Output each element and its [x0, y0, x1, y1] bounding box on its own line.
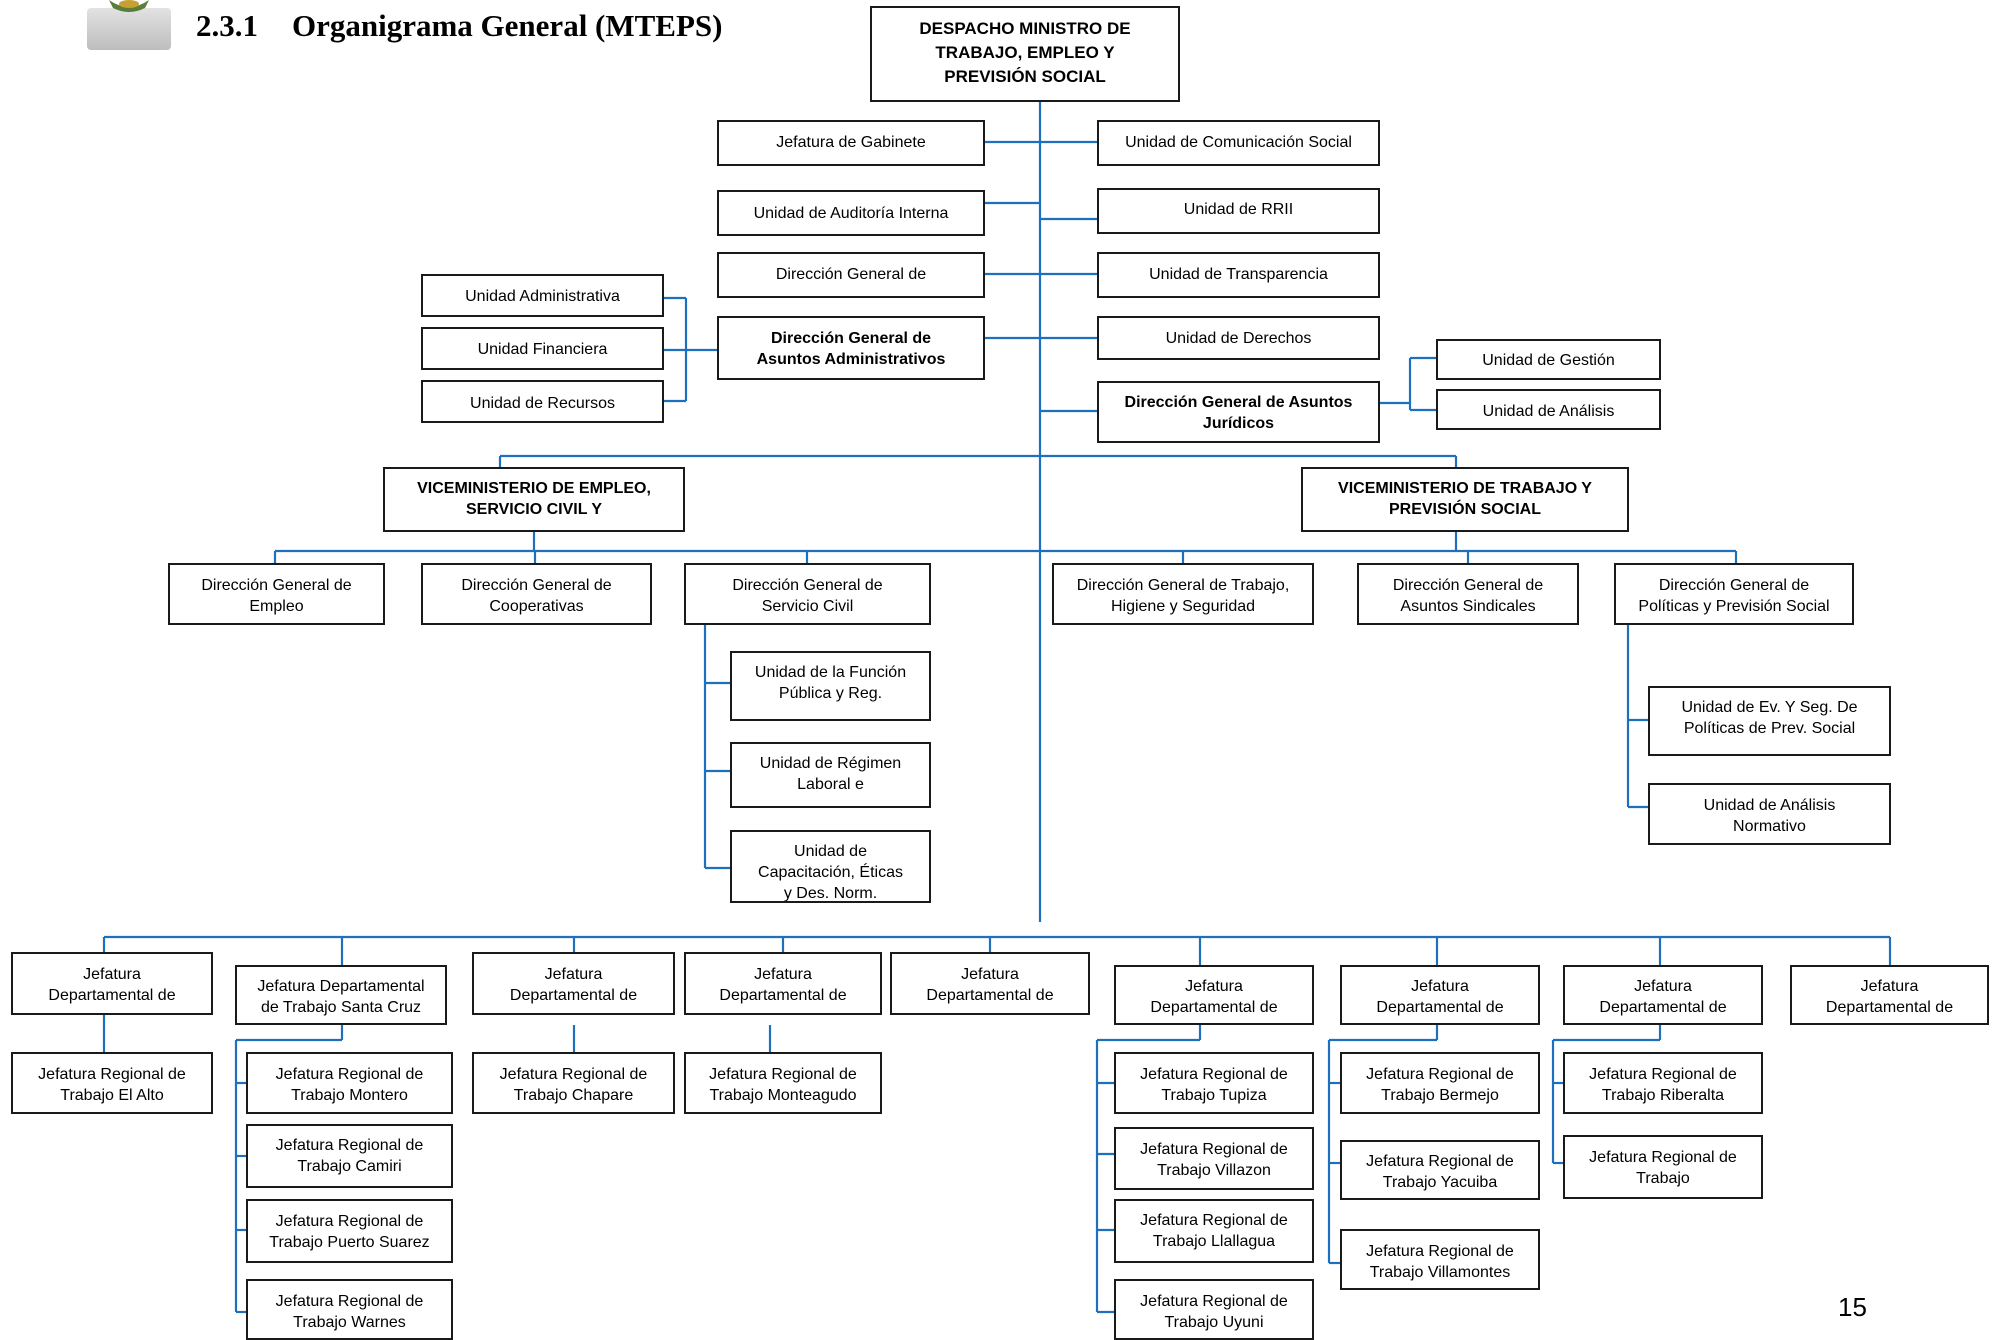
node-jefatura-departamental-santa-cruz: Jefatura Departamental de Trabajo Santa …: [235, 965, 447, 1025]
node-auditoria-interna: Unidad de Auditoría Interna: [717, 190, 985, 236]
section-heading: 2.3.1 Organigrama General (MTEPS): [196, 8, 723, 44]
node-jefatura-departamental-5: Jefatura Departamental de: [890, 952, 1090, 1015]
node-dg-asuntos-administrativos: Dirección General de Asuntos Administrat…: [717, 316, 985, 380]
node-unidad-financiera: Unidad Financiera: [421, 327, 664, 370]
node-jr-monteagudo: Jefatura Regional de Trabajo Monteagudo: [684, 1052, 882, 1114]
node-jr-montero: Jefatura Regional de Trabajo Montero: [246, 1052, 453, 1114]
node-jr-puerto-suarez: Jefatura Regional de Trabajo Puerto Suar…: [246, 1199, 453, 1263]
node-dg-planificacion: Dirección General de: [717, 252, 985, 298]
node-unidad-rrii: Unidad de RRII: [1097, 188, 1380, 234]
node-dg-empleo: Dirección General de Empleo: [168, 563, 385, 625]
node-jr-tupiza: Jefatura Regional de Trabajo Tupiza: [1114, 1052, 1314, 1114]
section-title: Organigrama General (MTEPS): [292, 8, 723, 43]
node-unidad-derechos: Unidad de Derechos: [1097, 316, 1380, 360]
node-dg-cooperativas: Dirección General de Cooperativas: [421, 563, 652, 625]
node-jr-uyuni: Jefatura Regional de Trabajo Uyuni: [1114, 1279, 1314, 1340]
node-jefatura-gabinete: Jefatura de Gabinete: [717, 120, 985, 166]
node-unidad-capacitacion: Unidad de Capacitación, Éticas y Des. No…: [730, 830, 931, 903]
node-unidad-analisis-normativo: Unidad de Análisis Normativo: [1648, 783, 1891, 845]
node-unidad-gestion: Unidad de Gestión: [1436, 339, 1661, 380]
node-viceministerio-trabajo: VICEMINISTERIO DE TRABAJO Y PREVISIÓN SO…: [1301, 467, 1629, 532]
node-jefatura-departamental-4: Jefatura Departamental de: [684, 952, 882, 1015]
node-jr-trabajo: Jefatura Regional de Trabajo: [1563, 1135, 1763, 1199]
node-unidad-transparencia: Unidad de Transparencia: [1097, 252, 1380, 298]
node-jr-villazon: Jefatura Regional de Trabajo Villazon: [1114, 1127, 1314, 1190]
node-jr-camiri: Jefatura Regional de Trabajo Camiri: [246, 1124, 453, 1188]
node-jr-chapare: Jefatura Regional de Trabajo Chapare: [472, 1052, 675, 1114]
node-jr-riberalta: Jefatura Regional de Trabajo Riberalta: [1563, 1052, 1763, 1114]
node-jefatura-departamental-8: Jefatura Departamental de: [1563, 965, 1763, 1025]
node-dg-politicas-prevision: Dirección General de Políticas y Previsi…: [1614, 563, 1854, 625]
node-unidad-analisis-juridico: Unidad de Análisis: [1436, 389, 1661, 430]
node-dg-servicio-civil: Dirección General de Servicio Civil: [684, 563, 931, 625]
node-unidad-ev-seg: Unidad de Ev. Y Seg. De Políticas de Pre…: [1648, 686, 1891, 756]
node-jr-villamontes: Jefatura Regional de Trabajo Villamontes: [1340, 1229, 1540, 1290]
node-dg-trabajo-higiene: Dirección General de Trabajo, Higiene y …: [1052, 563, 1314, 625]
node-comunicacion-social: Unidad de Comunicación Social: [1097, 120, 1380, 166]
node-dg-asuntos-juridicos: Dirección General de Asuntos Jurídicos: [1097, 381, 1380, 443]
section-number: 2.3.1: [196, 8, 258, 43]
node-jr-yacuiba: Jefatura Regional de Trabajo Yacuiba: [1340, 1140, 1540, 1200]
node-despacho-ministro: DESPACHO MINISTRO DE TRABAJO, EMPLEO Y P…: [870, 6, 1180, 102]
node-jefatura-departamental-7: Jefatura Departamental de: [1340, 965, 1540, 1025]
emblem-logo: [87, 0, 171, 50]
node-unidad-funcion-publica: Unidad de la Función Pública y Reg.: [730, 651, 931, 721]
node-jefatura-departamental-1: Jefatura Departamental de: [11, 952, 213, 1015]
node-jr-warnes: Jefatura Regional de Trabajo Warnes: [246, 1279, 453, 1340]
node-unidad-administrativa: Unidad Administrativa: [421, 274, 664, 317]
node-unidad-regimen-laboral: Unidad de Régimen Laboral e: [730, 742, 931, 808]
node-jefatura-departamental-6: Jefatura Departamental de: [1114, 965, 1314, 1025]
node-jr-el-alto: Jefatura Regional de Trabajo El Alto: [11, 1052, 213, 1114]
node-jr-llallagua: Jefatura Regional de Trabajo Llallagua: [1114, 1199, 1314, 1263]
node-unidad-recursos: Unidad de Recursos: [421, 380, 664, 423]
node-jr-bermejo: Jefatura Regional de Trabajo Bermejo: [1340, 1052, 1540, 1114]
page-number: 15: [1838, 1292, 1867, 1322]
node-jefatura-departamental-9: Jefatura Departamental de: [1790, 965, 1989, 1025]
node-dg-asuntos-sindicales: Dirección General de Asuntos Sindicales: [1357, 563, 1579, 625]
node-jefatura-departamental-3: Jefatura Departamental de: [472, 952, 675, 1015]
node-viceministerio-empleo: VICEMINISTERIO DE EMPLEO, SERVICIO CIVIL…: [383, 467, 685, 532]
